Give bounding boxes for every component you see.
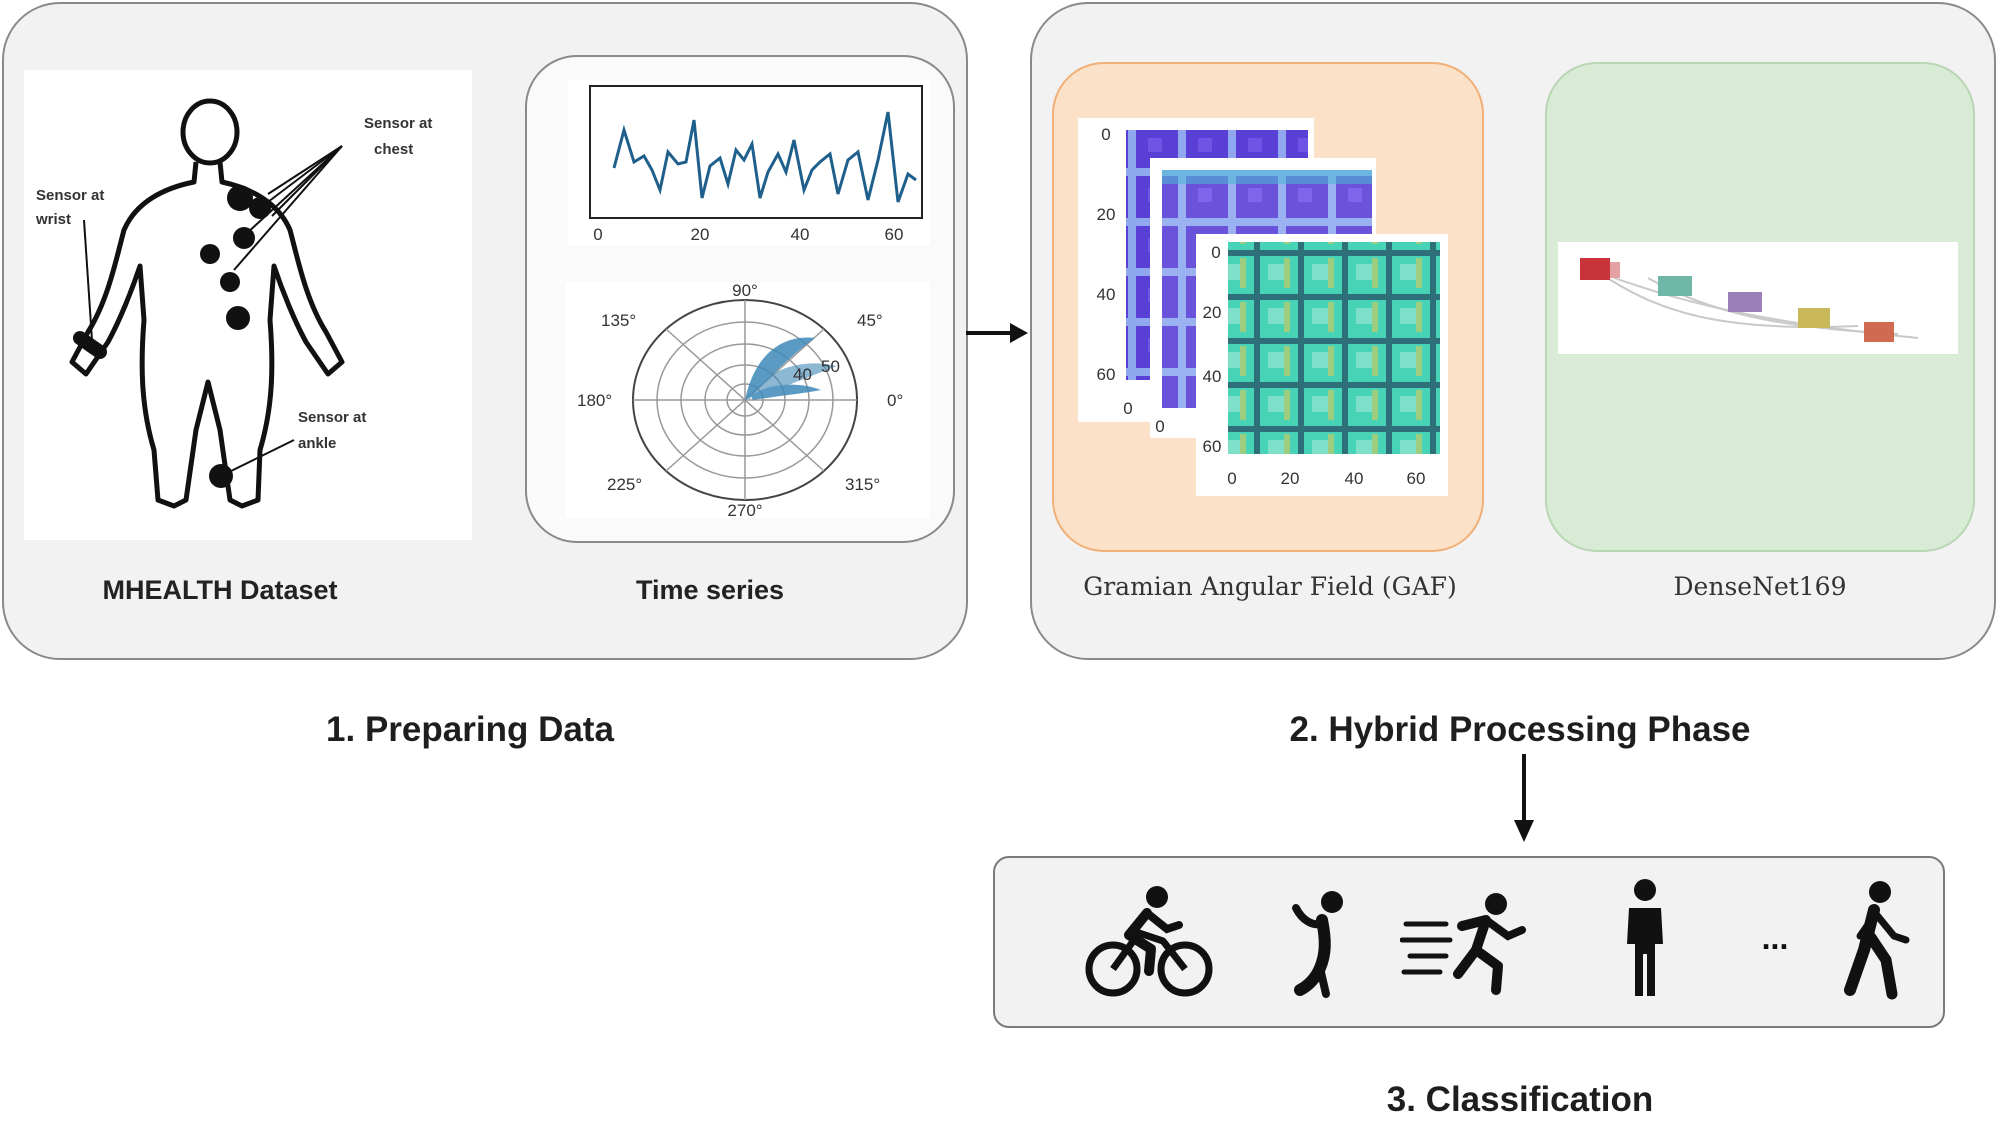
gaf-back-xtick-0: 0 bbox=[1123, 399, 1132, 418]
dense-block-2 bbox=[1658, 276, 1692, 296]
dense-block-1 bbox=[1580, 258, 1610, 280]
step3-caption: 3. Classification bbox=[1386, 1080, 1654, 1119]
gaf-front-ytick-60: 60 bbox=[1203, 437, 1222, 456]
body-outline-diagram: Sensor at chest Sensor at wrist Sensor a… bbox=[35, 98, 432, 509]
gaf-back-ytick-0: 0 bbox=[1101, 125, 1110, 144]
running-icon bbox=[1400, 893, 1526, 995]
time-series-caption: Time series bbox=[635, 575, 785, 605]
chest-label-line1: Sensor at bbox=[364, 115, 432, 132]
polar-series bbox=[745, 337, 837, 400]
ankle-sensor bbox=[209, 464, 233, 488]
polar-angle-90: 90° bbox=[732, 282, 758, 300]
ankle-label-line1: Sensor at bbox=[298, 409, 366, 426]
densenet-architecture-diagram bbox=[1558, 242, 1958, 354]
gaf-middle-xtick-0: 0 bbox=[1155, 417, 1164, 436]
polar-angle-225: 225° bbox=[607, 475, 642, 494]
jumping-icon bbox=[1292, 891, 1343, 998]
step1-caption: 1. Preparing Data bbox=[326, 710, 614, 749]
ellipsis-text: ... bbox=[1761, 920, 1789, 956]
mhealth-dataset-caption: MHEALTH Dataset bbox=[102, 575, 338, 605]
classification-panel bbox=[993, 856, 1945, 1028]
gaf-front-ytick-40: 40 bbox=[1203, 367, 1222, 386]
gaf-image-stack: 0 20 40 60 0 0 0 20 40 60 0 20 40 60 bbox=[1078, 118, 1458, 498]
chest-label-line2: chest bbox=[374, 141, 413, 158]
polar-angle-180: 180° bbox=[577, 391, 612, 410]
time-series-polar-plot: 90° 45° 0° 315° 270° 225° 180° 135° 40 5… bbox=[565, 281, 930, 520]
cycling-icon bbox=[1085, 886, 1213, 997]
dense-block-4 bbox=[1798, 308, 1830, 328]
gaf-front-xtick-0: 0 bbox=[1227, 469, 1236, 488]
wrist-sensor bbox=[73, 331, 107, 359]
step2-caption: 2. Hybrid Processing Phase bbox=[1289, 710, 1751, 749]
densenet-caption: DenseNet169 bbox=[1673, 572, 1847, 601]
arrow-right-icon bbox=[966, 323, 1028, 343]
gaf-caption: Gramian Angular Field (GAF) bbox=[1083, 572, 1457, 601]
dense-block-5 bbox=[1864, 322, 1894, 342]
polar-angle-135: 135° bbox=[601, 311, 636, 330]
polar-angle-315: 315° bbox=[845, 475, 880, 494]
gaf-back-ytick-40: 40 bbox=[1097, 285, 1116, 304]
wrist-label-line2: wrist bbox=[35, 211, 71, 228]
time-series-line-plot: 0 20 40 60 bbox=[568, 80, 930, 245]
chest-sensors bbox=[200, 185, 271, 330]
polar-angle-0: 0° bbox=[887, 391, 903, 410]
ankle-label-line2: ankle bbox=[298, 435, 336, 452]
time-series-line bbox=[612, 111, 917, 203]
ts-tick-3: 60 bbox=[885, 225, 904, 244]
gaf-front-xtick-40: 40 bbox=[1345, 469, 1364, 488]
standing-icon bbox=[1627, 879, 1663, 996]
dense-block-3 bbox=[1728, 292, 1762, 312]
ts-tick-2: 40 bbox=[791, 225, 810, 244]
gaf-front-ytick-0: 0 bbox=[1211, 243, 1220, 262]
gaf-back-ytick-60: 60 bbox=[1097, 365, 1116, 384]
arrow-down-icon bbox=[1514, 754, 1534, 842]
walking-icon bbox=[1844, 881, 1910, 1000]
gaf-front-xtick-60: 60 bbox=[1407, 469, 1426, 488]
mhealth-body-figure: Sensor at chest Sensor at wrist Sensor a… bbox=[24, 70, 472, 540]
gaf-back-ytick-20: 20 bbox=[1097, 205, 1116, 224]
ts-tick-0: 0 bbox=[593, 225, 602, 244]
wrist-label-line1: Sensor at bbox=[36, 187, 104, 204]
polar-radial-50: 50 bbox=[821, 357, 840, 376]
polar-angle-270: 270° bbox=[727, 501, 762, 518]
polar-radial-40: 40 bbox=[793, 365, 812, 384]
ts-tick-1: 20 bbox=[691, 225, 710, 244]
gaf-front-xtick-20: 20 bbox=[1281, 469, 1300, 488]
polar-angle-45: 45° bbox=[857, 311, 883, 330]
gaf-front-ytick-20: 20 bbox=[1203, 303, 1222, 322]
